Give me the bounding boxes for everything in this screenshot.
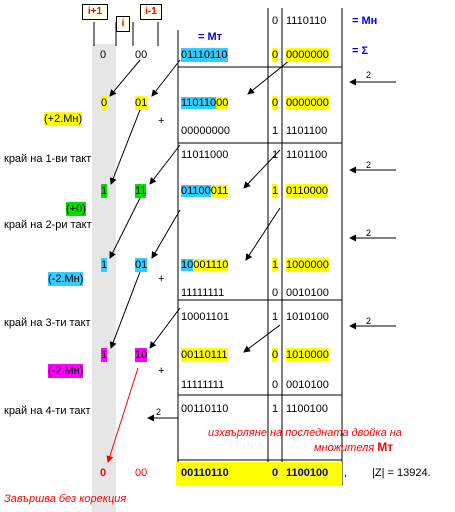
step3-shifted-a: 10 <box>181 259 194 271</box>
final-bit-i1: 0 <box>100 467 107 479</box>
step3-shifted: 10001110 <box>181 258 229 272</box>
plus-sign-1: + <box>158 115 165 127</box>
init-mt-value: 01110110 <box>181 48 228 62</box>
step1-sum: 11011000 <box>181 149 229 161</box>
final-comma: , <box>344 467 348 479</box>
step1-shifted-b: 00 <box>216 97 229 109</box>
shift-2-a: 2 <box>366 70 372 80</box>
step4-val2: 0010100 <box>286 379 329 391</box>
discard-note-text: множителя <box>314 442 375 454</box>
init-sigma-value: 0000000 <box>286 48 329 62</box>
step4-sign1: 0 <box>272 348 279 362</box>
final-mt-value: 00110110 <box>181 467 229 479</box>
step3-bits-i: 01 <box>135 258 148 272</box>
shift-2-e: 2 <box>156 407 162 417</box>
step1-bits-i: 01 <box>135 96 148 110</box>
step3-operation: (-2.Mн) <box>48 272 84 286</box>
step1-sum-val: 1101100 <box>286 149 328 161</box>
step1-addend: 00000000 <box>181 125 230 137</box>
step4-sum-val: 1100100 <box>286 403 329 415</box>
step3-sum-val: 1010100 <box>286 311 329 323</box>
init-sigma-sign: 0 <box>272 48 279 62</box>
step3-end-label: край на 3-ти такт <box>4 317 91 329</box>
step4-shifted: 00110111 <box>181 348 228 362</box>
step4-sign2: 0 <box>272 379 279 391</box>
plus-sign-3: + <box>158 365 165 377</box>
final-bits-i: 00 <box>135 467 148 479</box>
step2-end-label: край на 2-ри такт <box>4 219 92 231</box>
mn-prefix: 0 <box>272 15 279 27</box>
step4-bits-i: 10 <box>135 348 148 362</box>
shift-2-b: 2 <box>366 160 372 170</box>
init-bits-i: 00 <box>135 49 148 61</box>
step1-val1: 0000000 <box>286 96 329 110</box>
step2-val1: 0110000 <box>286 184 329 198</box>
mt-header: = Mт <box>198 31 223 43</box>
init-bit-i1: 0 <box>100 49 107 61</box>
step1-bit-i1: 0 <box>101 96 108 110</box>
i-plus-1-column-shade <box>92 44 116 512</box>
step4-end-label: край на 4-ти такт <box>4 405 91 417</box>
step3-sum-sign: 1 <box>272 311 279 323</box>
step4-addend: 11111111 <box>181 379 225 391</box>
mn-header: = Mн <box>352 15 378 27</box>
step1-sum-sign: 1 <box>272 149 279 161</box>
step3-sign2: 0 <box>272 287 279 299</box>
step3-shifted-b: 001110 <box>193 259 229 271</box>
step3-addend: 11111111 <box>181 287 225 299</box>
shift-2-c: 2 <box>366 228 372 238</box>
step1-val2: 1101100 <box>286 125 328 137</box>
step4-bit-i1: 1 <box>101 348 108 362</box>
step1-shifted: 11011000 <box>181 96 229 110</box>
step1-sign1: 0 <box>272 96 279 110</box>
step2-shifted-b: 011 <box>210 185 229 197</box>
i-minus-1-label: i-1 <box>140 4 162 20</box>
step1-operation: (+2.Mн) <box>44 112 83 126</box>
final-result-highlight <box>176 462 342 486</box>
step2-bit-i1: 1 <box>101 184 108 198</box>
step3-sum: 10001101 <box>181 311 230 323</box>
step4-val1: 1010000 <box>286 348 329 362</box>
step4-sum: 00110110 <box>181 403 229 415</box>
discard-note-line2: множителя Mт <box>314 440 393 455</box>
step2-shifted-a: 01100 <box>181 185 211 197</box>
step2-operation: (+0) <box>66 202 86 216</box>
abs-result: |Z| = 13924. <box>372 467 431 479</box>
shift-2-d: 2 <box>366 316 372 326</box>
final-sign: 0 <box>272 467 279 479</box>
step1-end-label: край на 1-ви такт <box>4 153 92 165</box>
step2-bits-i: 11 <box>135 184 147 198</box>
i-label: i <box>116 16 130 32</box>
step2-shifted: 01100011 <box>181 184 229 198</box>
final-value: 1100100 <box>286 467 329 479</box>
discard-note-mt: Mт <box>377 440 394 454</box>
mn-value: 1110110 <box>286 15 327 27</box>
plus-sign-2: + <box>158 273 165 285</box>
step2-sign1: 1 <box>272 184 279 198</box>
step3-bit-i1: 1 <box>101 258 108 272</box>
step1-shifted-a: 110110 <box>181 97 217 109</box>
discard-note-line1: изхвърляне на последната двойка на <box>208 427 402 439</box>
step3-sign1: 1 <box>272 258 279 272</box>
step4-sum-sign: 1 <box>272 403 279 415</box>
i-plus-1-label: i+1 <box>82 4 108 20</box>
step3-val2: 0010100 <box>286 287 329 299</box>
step3-val1: 1000000 <box>286 258 329 272</box>
finish-note: Завършва без корекция <box>4 493 127 505</box>
step4-operation: (-2.Mн) <box>48 364 84 378</box>
step1-sign2: 1 <box>272 125 279 137</box>
sigma-header: = Σ <box>352 45 369 57</box>
